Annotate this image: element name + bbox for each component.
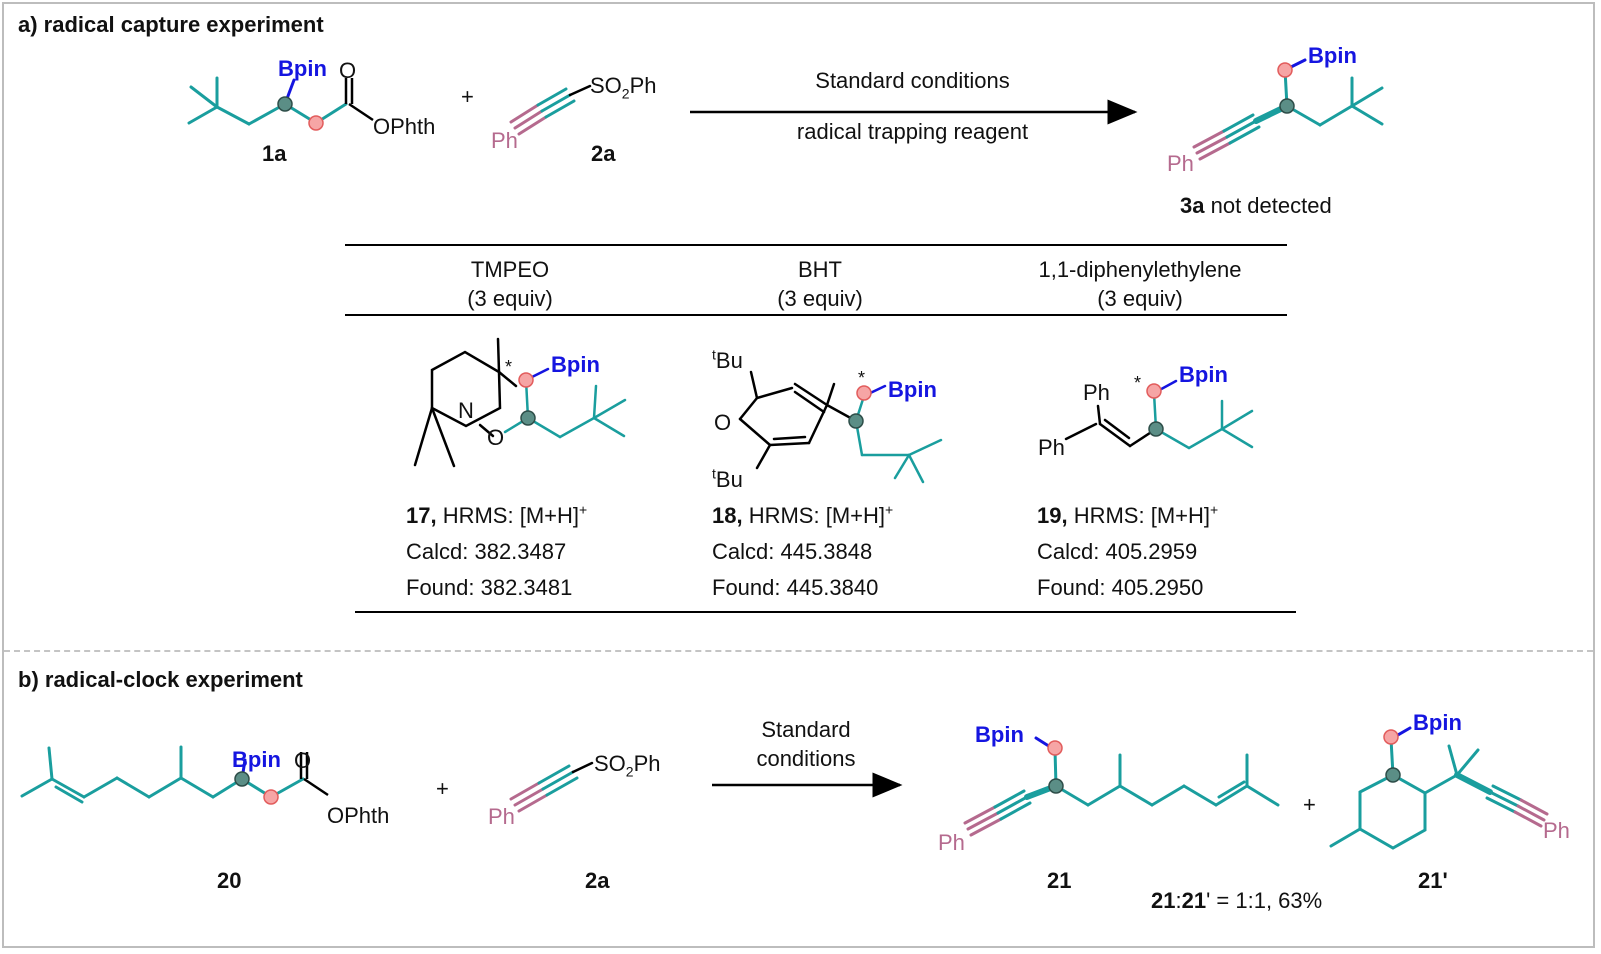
sulfonyl-label-2a: SO2Ph xyxy=(590,73,657,102)
compound-1a-structure xyxy=(187,76,348,126)
compound-label-2a: 2a xyxy=(591,141,616,166)
adduct-18-structure xyxy=(738,370,943,484)
tbu-bottom-18: tBu xyxy=(712,465,743,492)
adduct-19-structure xyxy=(1064,379,1254,450)
ratio-yield-label: 21:21' = 1:1, 63% xyxy=(1151,888,1323,913)
compound-20-ester xyxy=(299,752,329,797)
radical-marker-21 xyxy=(1047,740,1063,756)
plus-sign-a: + xyxy=(461,84,474,109)
center-marker-20 xyxy=(234,771,250,787)
bpin-label-18: Bpin xyxy=(888,377,937,402)
plus-sign-b: + xyxy=(436,776,449,801)
ophth-label-20: OPhth xyxy=(327,803,390,828)
header-bht: BHT(3 equiv) xyxy=(777,257,863,311)
radical-marker-20 xyxy=(263,789,279,805)
carbonyl-o-1a: O xyxy=(339,58,357,83)
ophth-label-1a: OPhth xyxy=(373,114,436,139)
hrms-block-19: 19, HRMS: [M+H]+ Calcd: 405.2959 Found: … xyxy=(1037,501,1219,600)
ph-label-2a: Ph xyxy=(491,128,518,153)
compound-label-21prime: 21' xyxy=(1418,868,1448,893)
adduct-17-structure xyxy=(413,337,627,468)
compound-label-2a-b: 2a xyxy=(585,868,610,893)
bpin-label-21: Bpin xyxy=(975,722,1024,747)
n-label-17: N xyxy=(458,398,474,423)
radical-marker-18 xyxy=(856,385,872,401)
section-b-title: b) radical-clock experiment xyxy=(18,667,303,692)
bpin-label-20: Bpin xyxy=(232,747,281,772)
ph-left-19: Ph xyxy=(1038,435,1065,460)
ph-label-3a: Ph xyxy=(1167,151,1194,176)
compound-label-1a: 1a xyxy=(262,141,287,166)
header-tmpeo: TMPEO(3 equiv) xyxy=(467,257,553,311)
bpin-label-1a: Bpin xyxy=(278,56,327,81)
compound-label-20: 20 xyxy=(217,868,242,893)
product-3a-note: 3a not detected xyxy=(1180,193,1332,218)
center-marker-3a xyxy=(1279,98,1295,114)
bpin-label-21prime: Bpin xyxy=(1413,710,1462,735)
center-marker-19 xyxy=(1148,421,1164,437)
stereo-star-19: * xyxy=(1134,373,1142,393)
hrms-block-18: 18, HRMS: [M+H]+ Calcd: 445.3848 Found: … xyxy=(712,501,894,600)
center-marker-1a xyxy=(277,96,293,112)
compound-2a-b-structure xyxy=(509,761,594,813)
carbonyl-o-20: O xyxy=(294,748,312,773)
tbu-top-18: tBu xyxy=(712,346,743,373)
ph-label-21prime: Ph xyxy=(1543,818,1570,843)
arrow-a-reagent: radical trapping reagent xyxy=(796,119,1029,144)
header-dpe: 1,1-diphenylethylene(3 equiv) xyxy=(1038,257,1242,311)
radical-marker-17 xyxy=(518,372,534,388)
stereo-star-18: * xyxy=(858,368,866,388)
center-marker-18 xyxy=(848,413,864,429)
ph-label-21: Ph xyxy=(938,830,965,855)
radical-marker-3a xyxy=(1277,62,1293,78)
ph-label-2a-b: Ph xyxy=(488,804,515,829)
ph-top-19: Ph xyxy=(1083,380,1110,405)
hrms-block-17: 17, HRMS: [M+H]+ Calcd: 382.3487 Found: … xyxy=(406,501,588,600)
center-marker-21 xyxy=(1048,778,1064,794)
bpin-label-3a: Bpin xyxy=(1308,43,1357,68)
stereo-star-17: * xyxy=(505,357,513,377)
section-divider xyxy=(4,650,1593,652)
bpin-label-19: Bpin xyxy=(1179,362,1228,387)
compound-2a-structure xyxy=(509,84,592,136)
section-a-title: a) radical capture experiment xyxy=(18,12,324,37)
center-marker-21prime xyxy=(1385,767,1401,783)
compound-label-21: 21 xyxy=(1047,868,1072,893)
compound-1a-ester xyxy=(344,78,374,122)
o-label-18: O xyxy=(714,410,732,435)
radical-marker-1a xyxy=(308,115,324,131)
arrow-a-conditions: Standard conditions xyxy=(815,68,1010,93)
product-21-structure xyxy=(963,736,1280,837)
center-marker-17 xyxy=(520,410,536,426)
bpin-label-17: Bpin xyxy=(551,352,600,377)
radical-marker-21prime xyxy=(1383,729,1399,745)
o-label-17: O xyxy=(487,425,505,450)
radical-marker-19 xyxy=(1146,383,1162,399)
product-21prime-structure xyxy=(1329,726,1549,850)
plus-sign-b2: + xyxy=(1303,792,1316,817)
sulfonyl-label-2a-b: SO2Ph xyxy=(594,751,661,780)
